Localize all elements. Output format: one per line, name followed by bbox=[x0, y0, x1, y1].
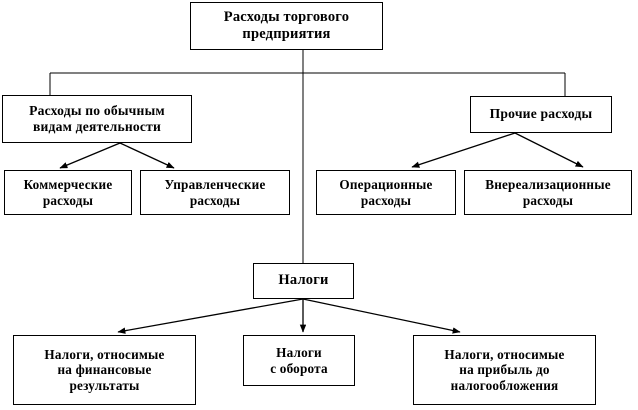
node-other-expenses[interactable]: Прочие расходы bbox=[470, 96, 612, 133]
node-commercial-expenses[interactable]: Коммерческие расходы bbox=[4, 170, 132, 215]
node-operational-expenses[interactable]: Операционные расходы bbox=[316, 170, 456, 215]
node-ordinary-expenses[interactable]: Расходы по обычным видам деятельности bbox=[2, 95, 192, 143]
edge-other-to-nonoperating bbox=[514, 132, 584, 168]
node-taxes-turnover[interactable]: Налоги с оборота bbox=[243, 335, 355, 386]
node-taxes-financial-results[interactable]: Налоги, относимые на финансовые результа… bbox=[13, 335, 196, 405]
node-taxes[interactable]: Налоги bbox=[253, 263, 354, 299]
edge-ordinary-to-managerial bbox=[119, 142, 175, 169]
edge-taxes-to-profit bbox=[302, 298, 461, 334]
node-root[interactable]: Расходы торгового предприятия bbox=[190, 2, 383, 50]
edge-other-to-operational bbox=[411, 132, 516, 168]
edge-ordinary-to-commercial bbox=[59, 142, 121, 169]
node-managerial-expenses[interactable]: Управленческие расходы bbox=[140, 170, 290, 215]
node-taxes-profit-before-taxation[interactable]: Налоги, относимые на прибыль до налогооб… bbox=[413, 335, 596, 405]
edge-taxes-to-financial bbox=[117, 298, 304, 334]
node-non-operating-expenses[interactable]: Внереализационные расходы bbox=[464, 170, 632, 215]
